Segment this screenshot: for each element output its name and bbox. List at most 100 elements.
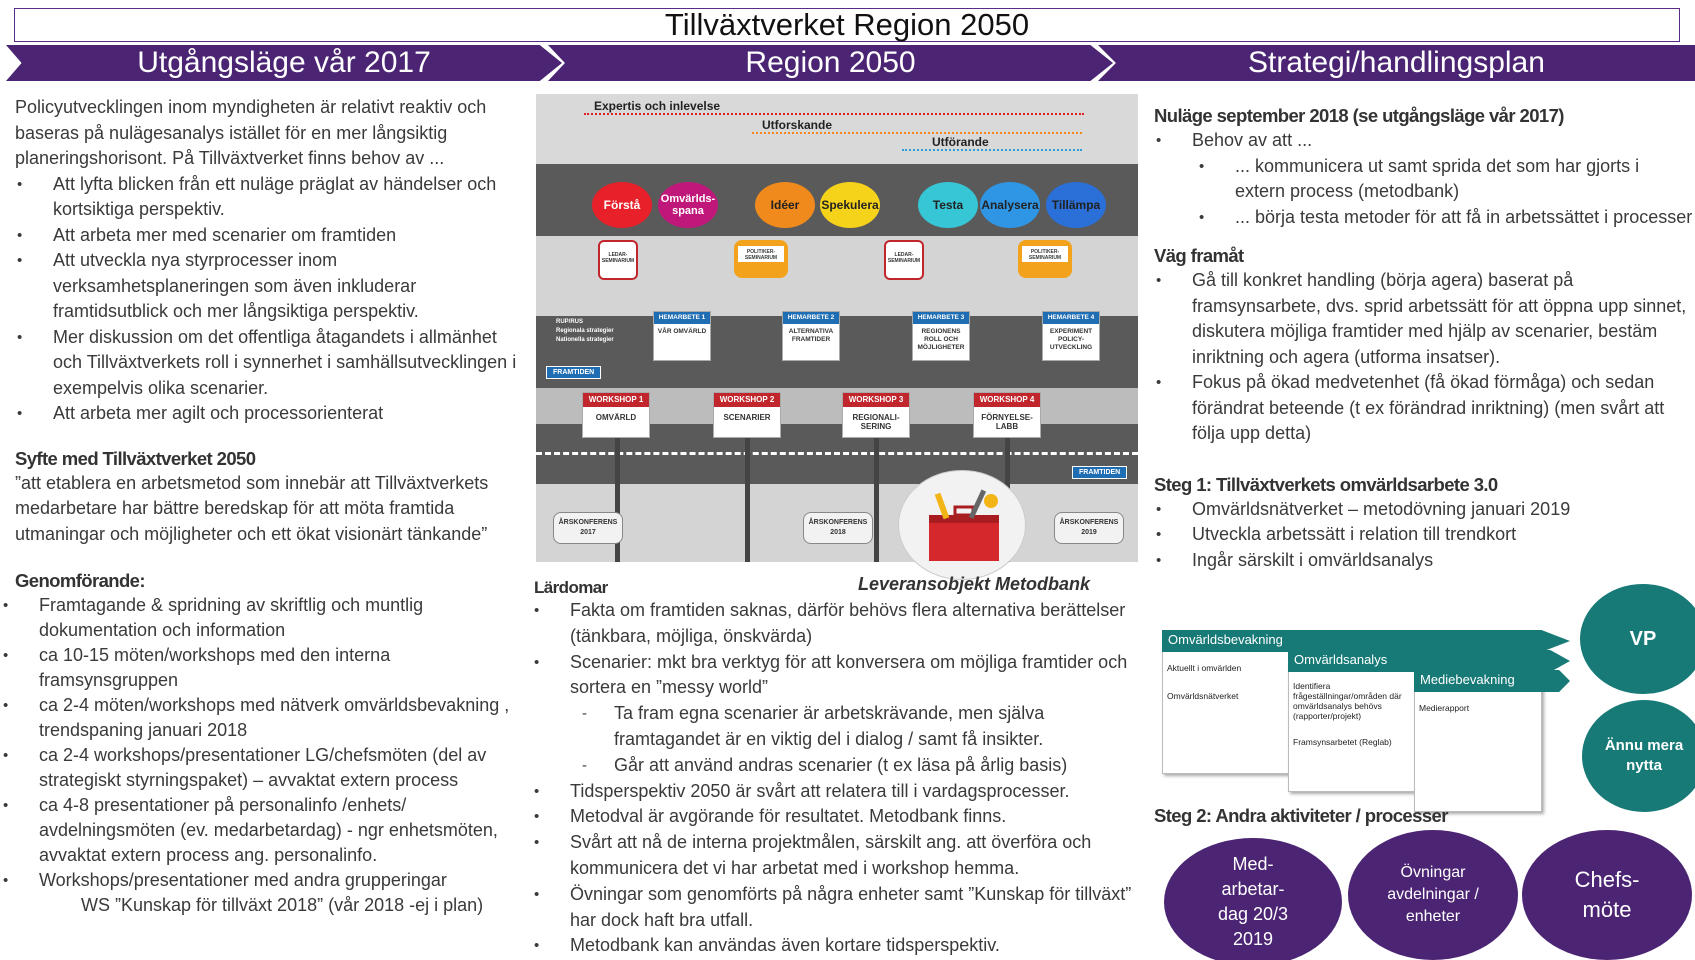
pole — [745, 438, 750, 562]
medarbetardag-oval: Med-arbetar-dag 20/3 2019 — [1164, 838, 1342, 960]
utforskande-line — [752, 132, 1082, 134]
sign-body: EXPERIMENT POLICY-UTVECKLING — [1049, 328, 1093, 351]
needs-list: Att lyfta blicken från ett nuläge prägla… — [15, 172, 530, 427]
sign-body: ALTERNATIVA FRAMTIDER — [788, 328, 834, 343]
list-item: Fokus på ökad medvetenhet (få ökad förmå… — [1156, 370, 1694, 447]
sign-body: SCENARIER — [723, 413, 771, 422]
genomforande-heading: Genomförande: — [15, 570, 146, 591]
metodbank-label: Leveransobjekt Metodbank — [858, 574, 1091, 594]
list-item: Behov av att ... — [1156, 128, 1694, 154]
list-item: Workshops/presentationer med andra grupp… — [3, 868, 530, 893]
flow-box-omvarldsbevakning: Aktuellt i omvärlden Omvärldsnätverket — [1162, 642, 1290, 774]
list-item: Ta fram egna scenarier är arbetskrävande… — [582, 701, 1145, 753]
step-circle-analysera: Analysera — [980, 182, 1040, 228]
right-column: Nuläge september 2018 (se utgångsläge vå… — [1154, 104, 1694, 573]
sign-body: REGIONALI-SERING — [852, 413, 900, 431]
list-item: Övningar som genomförts på några enheter… — [534, 882, 1145, 934]
list-item: Framtagande & spridning av skriftlig och… — [3, 593, 530, 643]
politiker-sign: POLITIKER-SEMINARIUM — [734, 240, 788, 278]
list-item: ca 2-4 workshops/presentationer LG/chefs… — [3, 743, 530, 793]
strategy-sign: RUP/RUS Regionala strategier Nationella … — [556, 318, 614, 345]
sign-head: HEMARBETE 1 — [654, 312, 710, 324]
sign-head: HEMARBETE 3 — [913, 312, 969, 324]
vp-circle: VP — [1580, 584, 1695, 694]
sign-head: WORKSHOP 3 — [843, 393, 909, 407]
arskonferens-sign: ÅRSKONFERENS 2018 — [803, 512, 873, 544]
list-item: Att lyfta blicken från ett nuläge prägla… — [17, 172, 530, 223]
utforande-line — [902, 149, 1082, 151]
expertis-label: Expertis och inlevelse — [594, 99, 721, 113]
sign-label: POLITIKER-SEMINARIUM — [738, 246, 784, 262]
sign-line: Nationella strategier — [556, 337, 614, 343]
step-circle-testa: Testa — [918, 182, 978, 228]
nulage-heading: Nuläge september 2018 (se utgångsläge vå… — [1154, 105, 1564, 126]
chefsmote-oval: Chefs-möte — [1522, 830, 1692, 960]
sign-head: WORKSHOP 4 — [974, 393, 1040, 407]
page-title: Tillväxtverket Region 2050 — [14, 8, 1680, 42]
banner-strategi: Strategi/handlingsplan — [1098, 45, 1695, 81]
list-item: Mer diskussion om det offentliga åtagand… — [17, 325, 530, 402]
workshop-sign: WORKSHOP 2 SCENARIER — [713, 392, 781, 438]
step-circle-ideer: Idéer — [755, 182, 815, 228]
sign-body: OMVÄRLD — [595, 413, 637, 422]
expertis-line — [584, 113, 1084, 115]
framtiden-sign: FRAMTIDEN — [1072, 466, 1128, 479]
sign-body: REGIONENS ROLL OCH MÖJLIGHETER — [917, 328, 965, 351]
list-item: Går att använd andras scenarier (t ex lä… — [582, 753, 1145, 779]
vag-heading: Väg framåt — [1154, 245, 1244, 266]
flow-box-omvarldsanalys: Identifiera frågeställningar/områden där… — [1288, 662, 1416, 792]
list-item: Att arbeta mer agilt och processorienter… — [17, 401, 530, 427]
flow-arrow-omvarldsanalys: Omvärldsanalys — [1288, 650, 1570, 672]
annu-mera-nytta-circle: Ännu mera nytta — [1582, 700, 1695, 812]
sign-body: FÖRNYELSE-LABB — [981, 413, 1033, 431]
banner-region-2050: Region 2050 — [548, 45, 1113, 81]
step-circle-spekulera: Spekulera — [820, 182, 880, 228]
list-item: Att utveckla nya styrprocesser inom verk… — [17, 248, 530, 325]
list-item: Tidsperspektiv 2050 är svårt att relater… — [534, 779, 1145, 805]
politiker-sign: POLITIKER-SEMINARIUM — [1018, 240, 1072, 278]
utforskande-label: Utforskande — [762, 118, 833, 132]
flow-item: Omvärldsnätverket — [1167, 691, 1239, 701]
list-item: Omvärldsnätverket – metodövning januari … — [1156, 497, 1694, 523]
arskonferens-sign: ÅRSKONFERENS 2019 — [1054, 512, 1124, 544]
step-circle-omvarldsspana: Omvärlds-spana — [658, 182, 718, 228]
steg1-heading: Steg 1: Tillväxtverkets omvärldsarbete 3… — [1154, 473, 1498, 495]
genomforande-list: Framtagande & spridning av skriftlig och… — [3, 593, 530, 893]
pole — [615, 438, 620, 562]
list-item: Fakta om framtiden saknas, därför behövs… — [534, 598, 1145, 650]
sign-head: HEMARBETE 4 — [1043, 312, 1099, 324]
hemarbete-sign: HEMARBETE 4 EXPERIMENT POLICY-UTVECKLING — [1042, 311, 1100, 361]
flow-arrow-mediebevakning: Mediebevakning — [1414, 670, 1570, 692]
syfte-heading: Syfte med Tillväxtverket 2050 — [15, 447, 256, 469]
framtiden-sign: FRAMTIDEN — [546, 366, 602, 379]
flow-box-mediebevakning: Medierapport — [1414, 682, 1542, 812]
list-item: Metodbank kan användas även kortare tids… — [534, 933, 1145, 959]
list-item: Utveckla arbetssätt i relation till tren… — [1156, 522, 1694, 548]
sign-head: WORKSHOP 2 — [714, 393, 780, 407]
list-item: Ingår särskilt i omvärldsanalys — [1156, 548, 1694, 574]
ovningar-oval: Övningar avdelningar / enheter — [1348, 830, 1518, 960]
intro-text: Policyutvecklingen inom myndigheten är r… — [15, 97, 487, 168]
step-circle-tillampa: Tillämpa — [1046, 182, 1106, 228]
list-item: ca 10-15 möten/workshops med den interna… — [3, 643, 530, 693]
steg2-heading: Steg 2: Andra aktiviteter / processer — [1154, 805, 1448, 826]
flow-arrow-omvarldsbevakning: Omvärldsbevakning — [1162, 630, 1570, 652]
syfte-text: ”att etablera en arbetsmetod som innebär… — [15, 472, 489, 544]
list-item: Gå till konkret handling (börja agera) b… — [1156, 268, 1694, 370]
flow-item: Medierapport — [1419, 703, 1470, 713]
arskonferens-sign: ÅRSKONFERENS 2017 — [553, 512, 623, 544]
sign-label: POLITIKER-SEMINARIUM — [1022, 246, 1068, 262]
list-item: Scenarier: mkt bra verktyg för att konve… — [534, 650, 1145, 702]
lardomar-heading: Lärdomar — [534, 578, 608, 597]
flow-item: Identifiera frågeställningar/områden där… — [1293, 681, 1402, 721]
list-item: Att arbeta mer med scenarier om framtide… — [17, 223, 530, 249]
left-column: Policyutvecklingen inom myndigheten är r… — [3, 95, 530, 919]
step-circle-forsta: Förstå — [592, 182, 652, 228]
sign-line: Regionala strategier — [556, 328, 614, 334]
utforande-label: Utförande — [932, 135, 989, 149]
sign-line: RUP/RUS — [556, 319, 584, 325]
list-item: ... kommunicera ut samt sprida det som h… — [1199, 154, 1694, 205]
